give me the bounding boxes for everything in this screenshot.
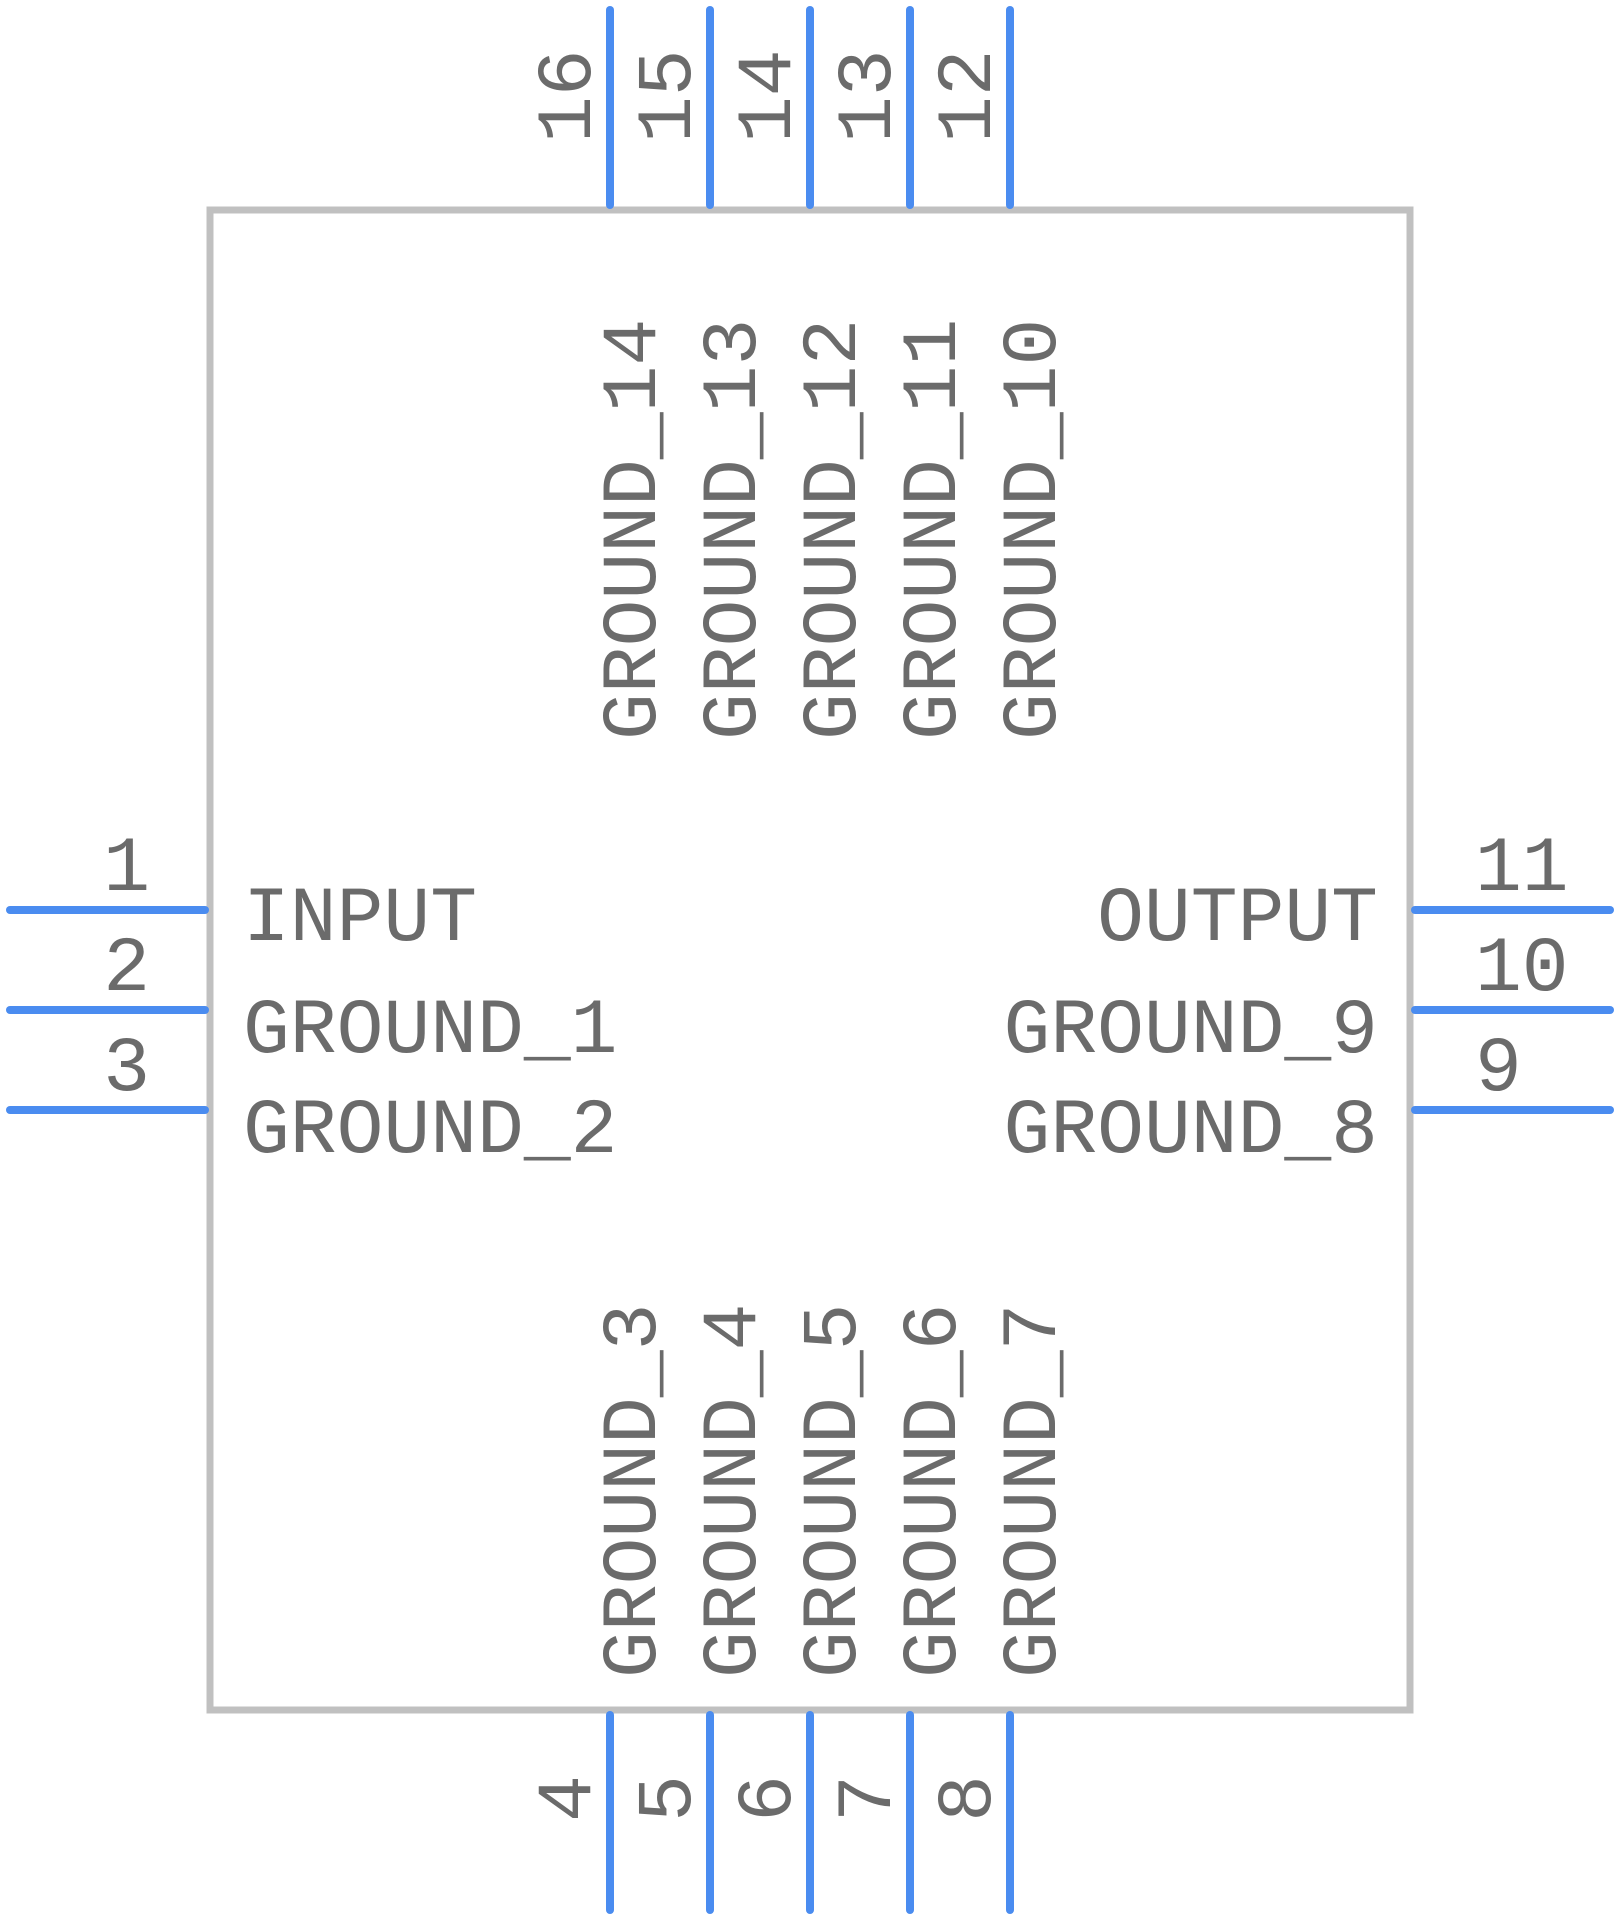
pin-number: 15 [626,49,714,143]
pin-number: 14 [726,49,814,143]
pin-number: 3 [103,1026,150,1114]
bottom-pins: 4 5 6 7 8 GROUND_3 GROUND_4 GROUND_5 GRO… [526,1304,1079,1914]
pin-name: GROUND_2 [243,1088,617,1176]
pin-name: GROUND_9 [1004,988,1378,1076]
pin-name: GROUND_4 [691,1304,779,1678]
pin-number: 8 [926,1775,1014,1822]
pin-name: GROUND_10 [991,319,1079,740]
pin-name: GROUND_3 [591,1304,679,1678]
top-pins: 16 15 14 13 12 GROUND_14 GROUND_13 GROUN… [526,6,1079,740]
right-pins: 11 10 9 OUTPUT GROUND_9 GROUND_8 [1004,826,1614,1176]
pin-number: 16 [526,49,614,143]
pin-number: 9 [1475,1026,1522,1114]
pin-name: GROUND_11 [891,319,979,740]
pin-number: 11 [1475,826,1569,914]
pin-number: 6 [726,1775,814,1822]
pin-number: 10 [1475,926,1569,1014]
pin-number: 1 [103,826,150,914]
pin-number: 5 [626,1775,714,1822]
pin-name: GROUND_7 [991,1304,1079,1678]
pin-number: 2 [103,926,150,1014]
pin-number: 4 [526,1775,614,1822]
pin-name: GROUND_6 [891,1304,979,1678]
pin-number: 7 [826,1775,914,1822]
pin-name: OUTPUT [1097,876,1378,964]
pin-name: GROUND_5 [791,1304,879,1678]
left-pins: 1 2 3 INPUT GROUND_1 GROUND_2 [6,826,617,1176]
pin-name: GROUND_12 [791,319,879,740]
pin-number: 13 [826,49,914,143]
pin-name: INPUT [243,876,477,964]
pin-name: GROUND_14 [591,319,679,740]
pin-number: 12 [926,49,1014,143]
pin-name: GROUND_1 [243,988,617,1076]
component-body [206,206,1414,1714]
pin-name: GROUND_8 [1004,1088,1378,1176]
pin-name: GROUND_13 [691,319,779,740]
